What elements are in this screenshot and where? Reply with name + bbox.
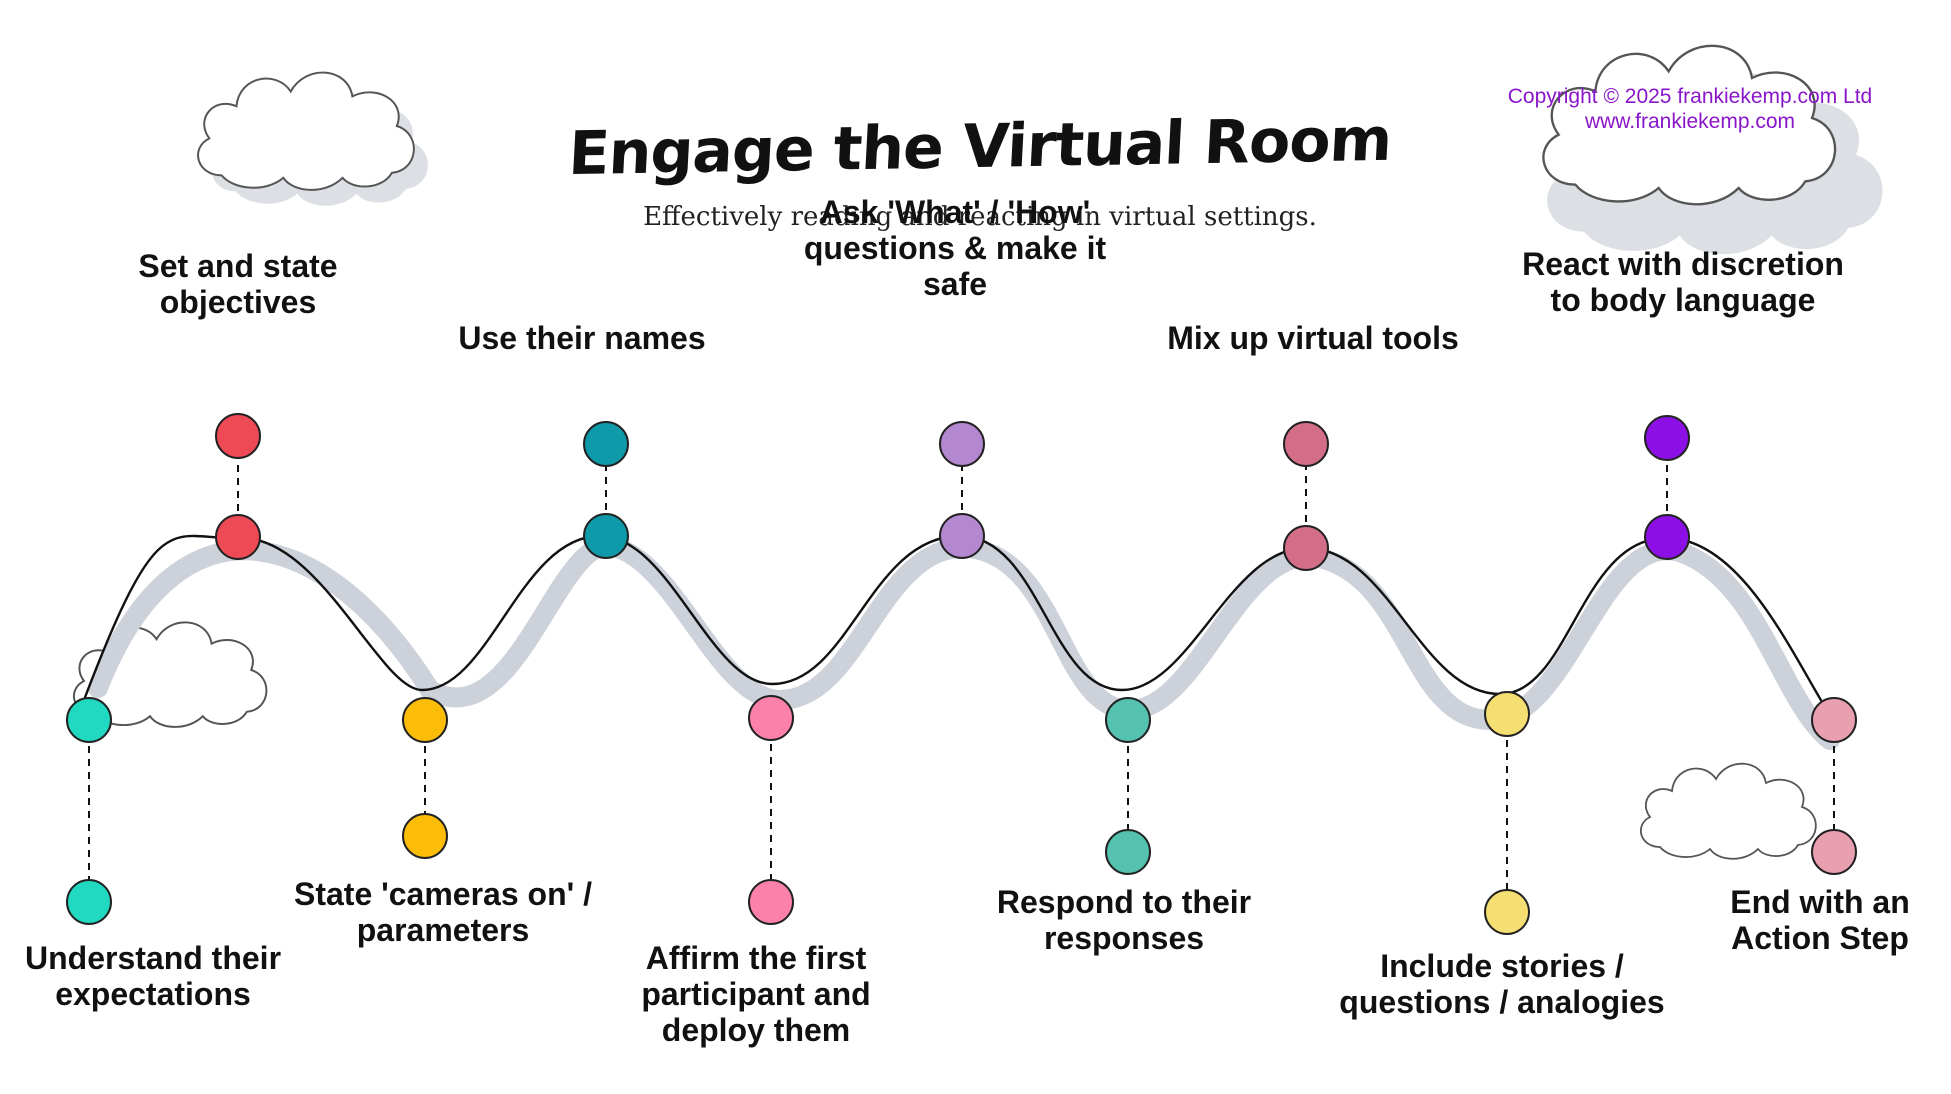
step-label-line: Respond to their	[996, 884, 1252, 920]
step-label-line: Ask 'What' / 'How'	[819, 194, 1091, 230]
path-dot	[402, 697, 448, 743]
step-label-line: Affirm the first	[645, 940, 867, 976]
path-dot	[1105, 697, 1151, 743]
step-label-line: Mix up virtual tools	[1167, 320, 1459, 356]
step-label-line: End with an	[1730, 884, 1910, 920]
label-dot	[748, 879, 794, 925]
connectors	[88, 436, 1835, 912]
label-dot	[939, 421, 985, 467]
step-label-line: React with discretion	[1522, 246, 1844, 282]
path-dot	[66, 697, 112, 743]
step-label-line: Use their names	[458, 320, 706, 356]
path-dot	[939, 513, 985, 559]
step-label-line: to body language	[1550, 282, 1816, 318]
dots	[66, 413, 1857, 935]
step-label-line: Understand their	[24, 940, 282, 976]
path-line	[82, 534, 1830, 714]
label-dot	[1644, 415, 1690, 461]
path-dot	[1644, 514, 1690, 560]
step-label-line: questions / analogies	[1339, 984, 1665, 1020]
label-dot	[215, 413, 261, 459]
step-label-line: deploy them	[661, 1012, 851, 1048]
cloud-bottom-right	[1639, 762, 1817, 860]
path-dot	[1811, 697, 1857, 743]
step-label-line: parameters	[356, 912, 530, 948]
step-label: Include stories /questions / analogies	[1282, 948, 1722, 1020]
step-label-line: participant and	[641, 976, 871, 1012]
path-dot	[583, 513, 629, 559]
cloud-top-left	[197, 71, 428, 206]
step-label-line: State 'cameras on' /	[293, 876, 592, 912]
label-dot	[583, 421, 629, 467]
page-subtitle: Effectively reading and reacting in virt…	[643, 202, 1317, 232]
copyright-notice: Copyright © 2025 frankiekemp.com Ltd www…	[1420, 84, 1951, 134]
step-label-line: questions & make it	[803, 230, 1107, 266]
label-dot	[1283, 421, 1329, 467]
step-label: Mix up virtual tools	[1093, 320, 1533, 356]
step-label-line: Action Step	[1731, 920, 1909, 956]
label-dot	[66, 879, 112, 925]
label-dot	[1105, 829, 1151, 875]
step-label-line: objectives	[159, 284, 317, 320]
step-label-line: expectations	[55, 976, 251, 1012]
path-dot	[1283, 525, 1329, 571]
step-label: State 'cameras on' /parameters	[223, 876, 663, 948]
label-dot	[1484, 889, 1530, 935]
cloud-top-right	[1541, 43, 1883, 255]
step-label-line: Set and state	[138, 248, 338, 284]
path-shadow	[88, 535, 1840, 750]
path-dot	[215, 514, 261, 560]
label-dot	[1811, 829, 1857, 875]
copyright-line: Copyright © 2025 frankiekemp.com Ltd	[1507, 85, 1873, 108]
label-dot	[402, 813, 448, 859]
path-dot	[1484, 691, 1530, 737]
path-dot	[748, 695, 794, 741]
step-label-line: responses	[1043, 920, 1205, 956]
step-label-line: safe	[922, 266, 988, 302]
step-label: Use their names	[362, 320, 802, 356]
step-label-line: Include stories /	[1380, 948, 1624, 984]
website-link[interactable]: www.frankiekemp.com	[1584, 110, 1796, 133]
